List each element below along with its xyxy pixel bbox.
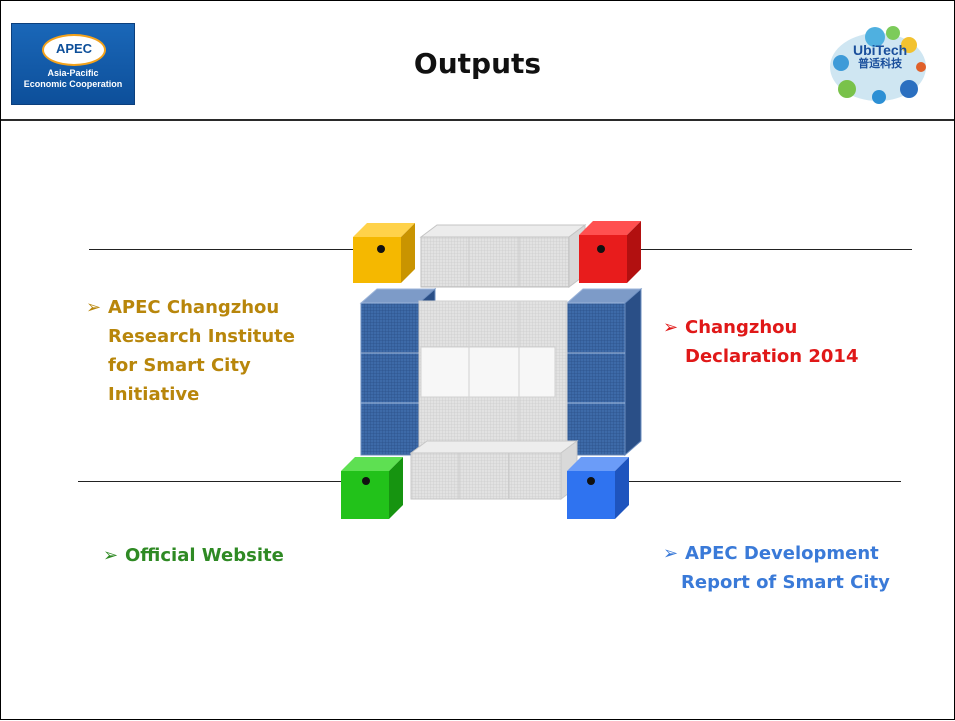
blue-cube (567, 457, 629, 519)
slide-header: APEC Asia-Pacific Economic Cooperation O… (1, 1, 954, 121)
connector-dot-green (362, 477, 370, 485)
output-label-line: Research Institute (108, 326, 295, 347)
output-label-line: Official Website (125, 545, 284, 566)
output-label-line: for Smart City (108, 355, 251, 376)
arrow-bullet-icon: ➢ (663, 543, 679, 564)
connector-dot-blue (587, 477, 595, 485)
red-cube (579, 221, 641, 283)
apec-logo-subtitle-line2: Economic Cooperation (23, 79, 123, 89)
arrow-bullet-icon: ➢ (86, 297, 102, 318)
output-label-line: APEC Changzhou (108, 297, 280, 318)
ubitech-logo-graphic (830, 26, 926, 104)
output-label-line: Report of Smart City (681, 572, 890, 593)
arrow-bullet-icon: ➢ (103, 545, 119, 566)
ubitech-logo-text: UbiTech 普适科技 (853, 43, 907, 71)
output-label-declaration: ➢ Changzhou Declaration 2014 (663, 313, 859, 371)
page-title: Outputs (413, 47, 542, 80)
output-label-line: Declaration 2014 (685, 346, 859, 367)
ubitech-logo-chinese: 普适科技 (858, 57, 903, 70)
yellow-cube (353, 223, 415, 283)
output-label-website: ➢ Official Website (103, 541, 284, 570)
output-label-development-report: ➢ APEC Development Report of Smart City (663, 539, 890, 597)
grey-bottom-row (409, 440, 579, 500)
connector-dot-red (597, 245, 605, 253)
output-label-line: Initiative (108, 384, 200, 405)
grey-top-row (419, 224, 587, 288)
blue-pillar-right (565, 287, 643, 457)
arrow-bullet-icon: ➢ (663, 317, 679, 338)
connector-line-bottom-left (78, 481, 368, 482)
apec-logo-subtitle-line1: Asia-Pacific (47, 68, 99, 78)
apec-logo: APEC Asia-Pacific Economic Cooperation (11, 23, 135, 105)
apec-logo-mark: APEC (42, 34, 106, 66)
output-label-line: APEC Development (685, 543, 879, 564)
green-cube (341, 457, 403, 519)
apec-logo-text: APEC (55, 41, 93, 56)
ubitech-logo: UbiTech 普适科技 (823, 23, 933, 107)
connector-line-top-left (89, 249, 385, 250)
connector-dot-yellow (377, 245, 385, 253)
connector-line-top-right (597, 249, 912, 250)
connector-line-bottom-right (591, 481, 901, 482)
grey-center-block (418, 300, 568, 452)
apec-logo-subtitle: Asia-Pacific Economic Cooperation (12, 68, 134, 90)
output-label-line: Changzhou (685, 317, 798, 338)
ubitech-logo-name: UbiTech (853, 42, 908, 58)
output-label-research-institute: ➢ APEC Changzhou Research Institute for … (86, 293, 295, 409)
